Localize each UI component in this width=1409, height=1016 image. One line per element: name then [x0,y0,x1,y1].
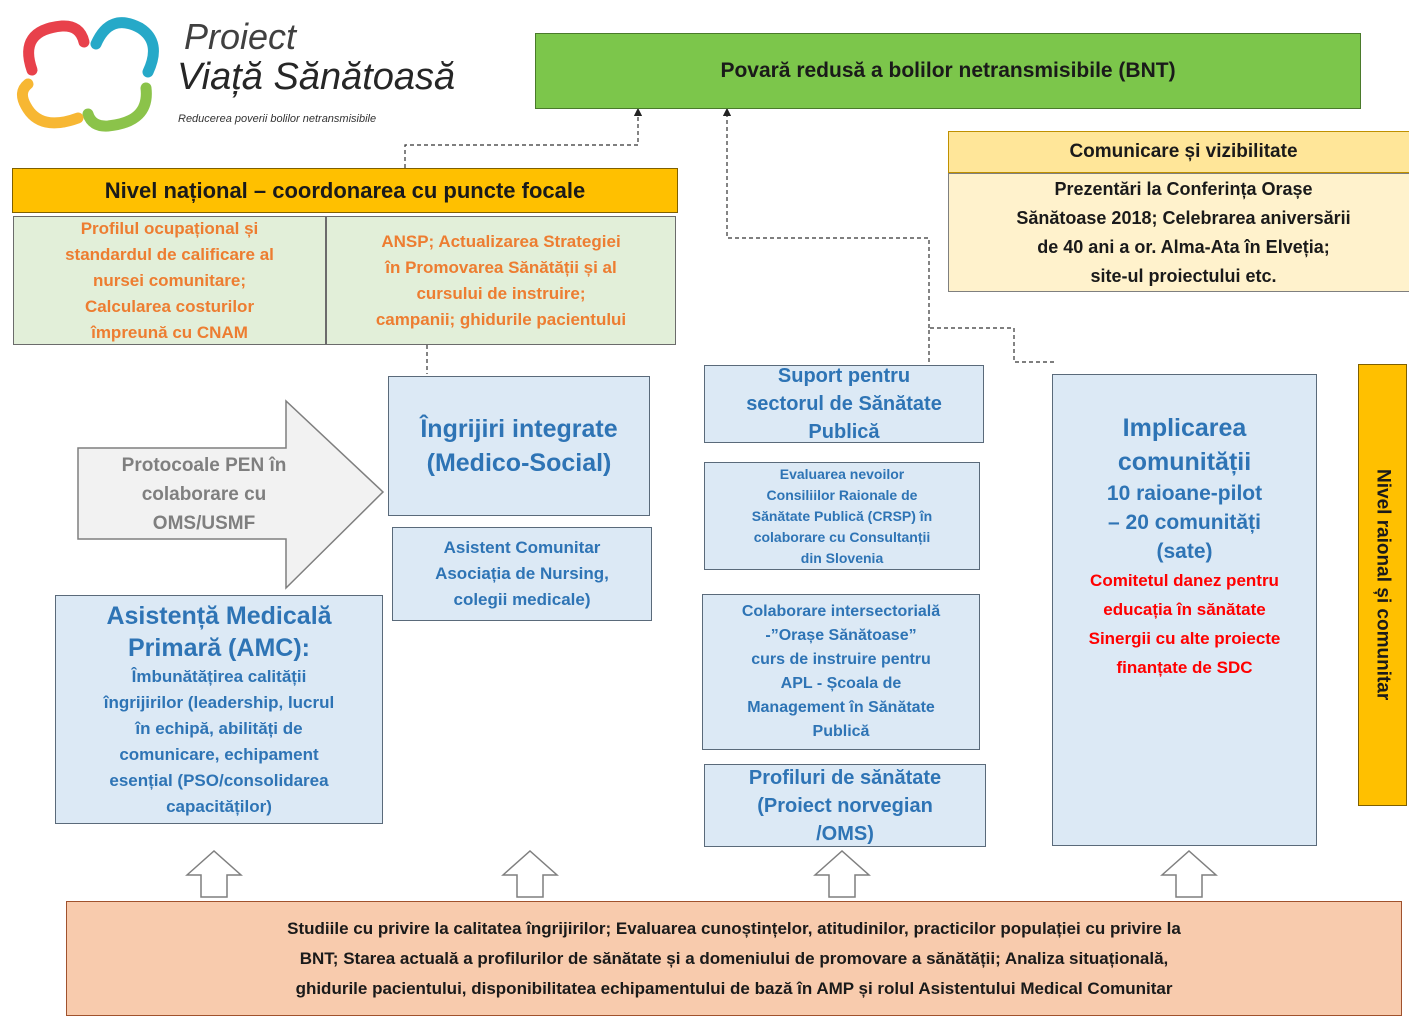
pen-arrow-line: Protocoale PEN în [121,454,287,476]
intersectoral-line: APL - Școala de [780,675,902,692]
logo-tagline: Reducerea poverii bolilor netransmisibil… [178,113,377,125]
communication-body: Prezentări la Conferința Orașe Sănătoase… [948,173,1409,292]
national-level-title: Nivel național – coordonarea cu puncte f… [104,177,586,203]
studies-line: ghidurile pacientului, disponibilitatea … [295,978,1173,998]
public-health-support-line: Publică [808,421,880,443]
community-red-line: educația în sănătate [1103,600,1266,619]
studies-line: BNT; Starea actuală a profilurilor de să… [299,948,1169,968]
pen-arrow-shape [77,399,385,590]
connector-lines [404,107,1056,374]
crsp-assessment-box: Evaluarea nevoilor Consiliilor Raionale … [704,462,980,570]
intersectoral-line: Colaborare intersectorială [741,603,941,620]
communication-line: Sănătoase 2018; Celebrarea aniversării [1016,207,1351,228]
studies-box: Studiile cu privire la calitatea îngriji… [66,901,1402,1016]
up-arrow-1-icon [185,849,243,898]
crsp-assessment-line: Sănătate Publică (CRSP) în [751,507,933,524]
up-arrows [185,849,1218,898]
community-assistant-line: Asistent Comunitar [443,538,601,557]
national-left-line: Profilul ocupațional și [80,218,259,238]
amp-body-line: comunicare, echipament [119,744,319,764]
health-profiles-line: (Proiect norvegian [757,794,933,817]
national-left-box: Profilul ocupațional și standardul de ca… [13,216,326,345]
community-assistant-line: colegii medicale) [453,590,591,609]
amp-title-line: Asistență Medicală [106,601,332,630]
pen-arrow-line: colaborare cu [141,483,267,505]
up-arrow-3-icon [813,849,871,898]
up-arrow-4-icon [1160,849,1218,898]
national-left-line: împreună cu CNAM [91,322,248,342]
studies-line: Studiile cu privire la calitatea îngriji… [287,918,1181,938]
crsp-assessment-line: colaborare cu Consultanții [753,528,931,545]
national-level-bar: Nivel național – coordonarea cu puncte f… [12,168,678,213]
public-health-support-box: Suport pentru sectorul de Sănătate Publi… [704,365,984,443]
goal-text: Povară redusă a bolilor netransmisibile … [720,59,1176,82]
community-sub-line: (sate) [1156,540,1213,563]
intersectoral-line: Publică [812,723,870,740]
national-right-line: ANSP; Actualizarea Strategiei [381,231,621,251]
intersectoral-box: Colaborare intersectorială -”Orașe Sănăt… [702,594,980,750]
national-right-line: în Promovarea Sănătății și al [385,257,617,277]
amp-box: Asistență Medicală Primară (AMC): Îmbună… [55,595,383,824]
logo-mark-icon [17,17,159,132]
communication-title: Comunicare și vizibilitate [1069,141,1298,162]
crsp-assessment-line: din Slovenia [800,549,884,566]
national-right-line: campanii; ghidurile pacientului [375,309,627,329]
intersectoral-line: -”Orașe Sănătoase” [765,627,917,644]
raion-level-bar: Nivel raional și comunitar [1358,364,1407,806]
community-assistant-line: Asociația de Nursing, [435,564,609,583]
national-right-line: cursului de instruire; [416,283,586,303]
public-health-support-line: sectorul de Sănătate [746,393,942,415]
health-profiles-line: Profiluri de sănătate [748,766,942,789]
national-right-box: ANSP; Actualizarea Strategiei în Promova… [326,216,676,345]
national-left-line: standardul de calificare al [65,244,274,264]
community-sub-line: 10 raioane-pilot [1106,482,1263,505]
communication-header: Comunicare și vizibilitate [948,131,1409,173]
logo-title-line2: Viață Sănătoasă [177,56,456,98]
health-profiles-line: /OMS) [816,822,874,845]
national-left-line: Calcularea costurilor [84,296,255,316]
amp-body-line: esențial (PSO/consolidarea [109,770,329,790]
communication-line: site-ul proiectului etc. [1090,265,1277,286]
community-sub-line: – 20 comunități [1108,511,1261,534]
national-left-line: nursei comunitare; [92,270,247,290]
goal-box: Povară redusă a bolilor netransmisibile … [535,33,1361,109]
community-red-line: finanțate de SDC [1116,658,1253,677]
crsp-assessment-line: Evaluarea nevoilor [779,465,905,482]
community-assistant-box: Asistent Comunitar Asociația de Nursing,… [392,527,652,621]
pen-arrow-line: OMS/USMF [152,512,256,534]
intersectoral-line: curs de instruire pentru [751,651,931,668]
amp-body-line: capacităților) [166,796,272,816]
health-profiles-box: Profiluri de sănătate (Proiect norvegian… [704,764,986,847]
amp-body-line: în echipă, abilități de [135,718,303,738]
community-red-line: Sinergii cu alte proiecte [1088,629,1281,648]
public-health-support-line: Suport pentru [777,365,911,387]
integrated-care-line: (Medico-Social) [426,449,612,477]
communication-line: de 40 ani a or. Alma-Ata în Elveția; [1037,236,1330,257]
community-title-line: Implicarea [1122,414,1247,442]
amp-body-line: Îmbunătățirea calității [131,666,307,686]
amp-body-line: îngrijirilor (leadership, lucrul [103,692,335,712]
pen-arrow-label: Protocoale PEN în colaborare cu OMS/USMF [82,450,326,538]
community-red-line: Comitetul danez pentru [1090,571,1279,590]
intersectoral-line: Management în Sănătate [747,699,935,716]
raion-level-label: Nivel raional și comunitar [1372,469,1394,701]
amp-title-line: Primară (AMC): [128,633,310,662]
communication-line: Prezentări la Conferința Orașe [1054,178,1313,199]
logo-title-line1: Proiect [184,16,297,57]
community-title-line: comunității [1117,448,1252,476]
community-involvement-box: Implicarea comunității 10 raioane-pilot … [1052,374,1317,846]
crsp-assessment-line: Consiliilor Raionale de [766,486,918,503]
up-arrow-2-icon [501,849,559,898]
integrated-care-box: Îngrijiri integrate (Medico-Social) [388,376,650,516]
integrated-care-line: Îngrijiri integrate [420,415,618,443]
